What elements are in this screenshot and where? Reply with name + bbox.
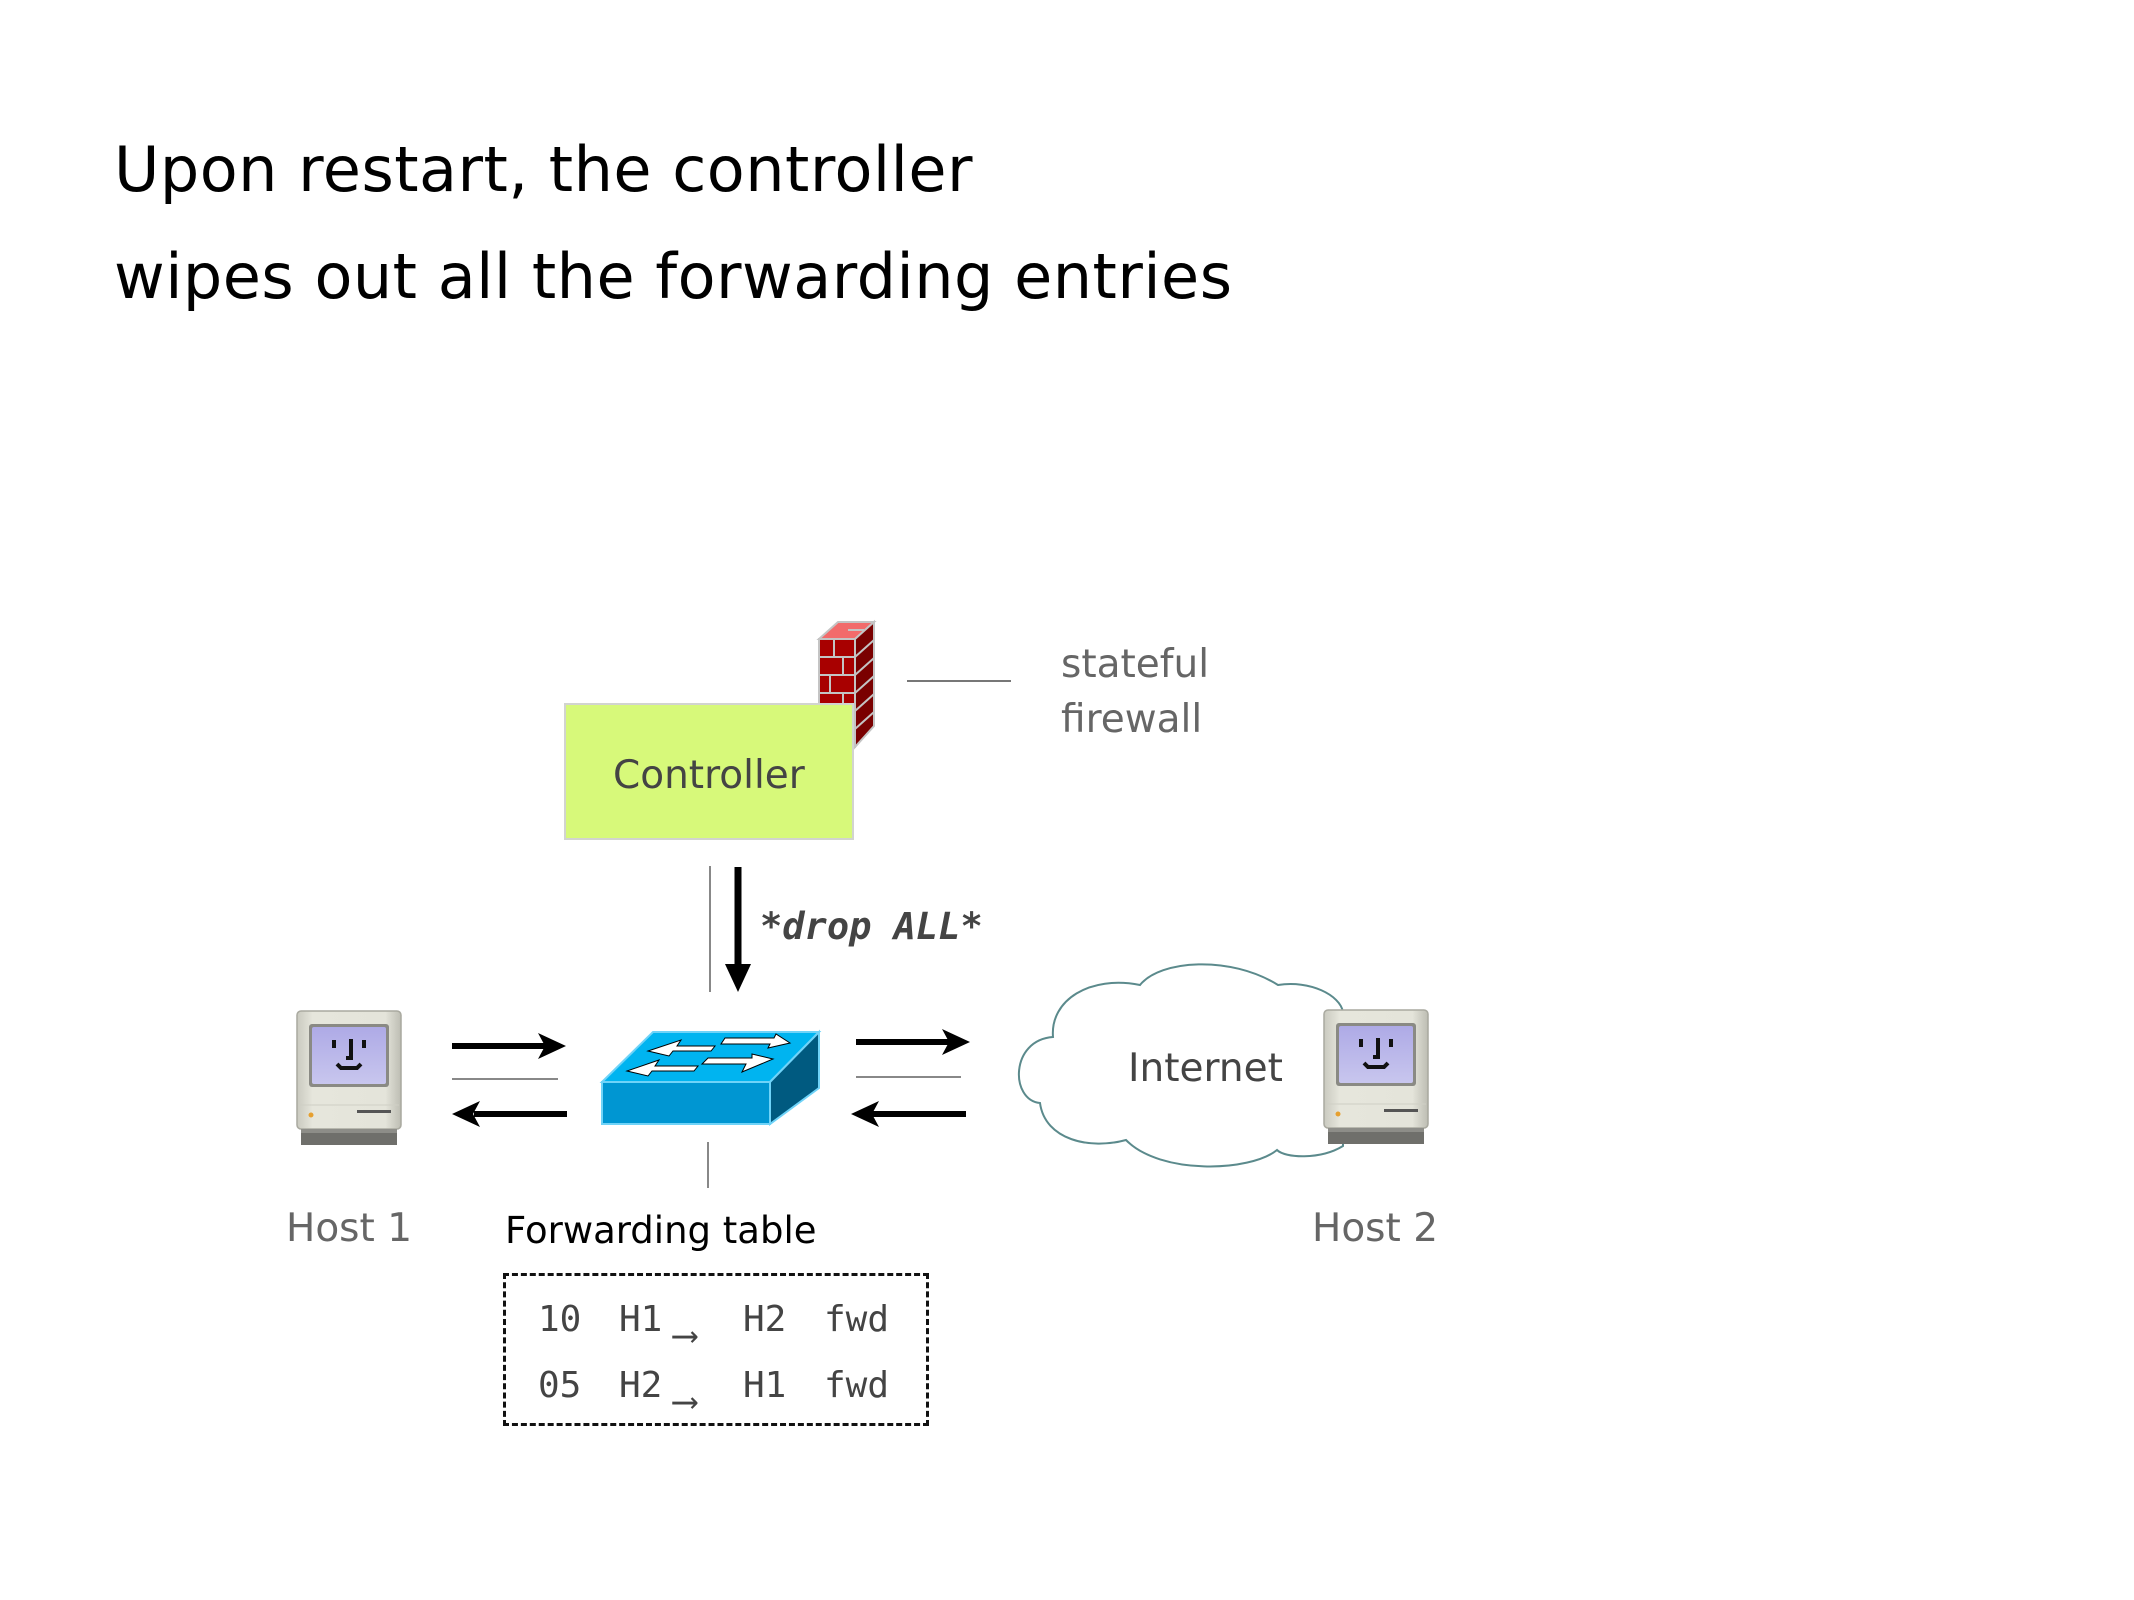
internet-label: Internet	[1128, 1046, 1283, 1091]
drop-all-arrow-head	[725, 964, 751, 992]
rule-arrow-icon: ⟶	[674, 1315, 696, 1356]
rule-action: fwd	[824, 1365, 890, 1406]
slide-title-line-1: Upon restart, the controller	[114, 133, 973, 206]
rule-source: H2	[619, 1365, 663, 1406]
slide-title-line-2: wipes out all the forwarding entries	[114, 240, 1233, 313]
rule-destination: H1	[743, 1365, 787, 1406]
rule-source: H1	[619, 1299, 663, 1340]
host2-computer-icon	[1322, 1008, 1430, 1146]
host1-link	[452, 1033, 567, 1127]
controller-label: Controller	[613, 753, 805, 798]
drop-all-message: *drop ALL*	[760, 905, 983, 948]
host1-label: Host 1	[286, 1206, 413, 1251]
rule-destination: H2	[743, 1299, 787, 1340]
cloud-icon	[1018, 963, 1344, 1168]
rule-arrow-icon: ⟶	[674, 1381, 696, 1422]
firewall-annotation: stateful firewall	[1061, 637, 1209, 747]
firewall-annotation-line-1: stateful	[1061, 642, 1210, 687]
controller-node	[564, 703, 854, 840]
rule-action: fwd	[824, 1299, 890, 1340]
forwarding-table: 10 H1 ⟶ H2 fwd 05 H2 ⟶ H1 fwd	[503, 1273, 929, 1426]
firewall-annotation-line-2: firewall	[1061, 697, 1203, 742]
host1-computer-icon	[295, 1009, 403, 1147]
host2-label: Host 2	[1312, 1206, 1439, 1251]
forwarding-table-title: Forwarding table	[505, 1209, 817, 1252]
internet-link	[851, 1029, 970, 1127]
rule-priority: 05	[538, 1365, 582, 1406]
rule-priority: 10	[538, 1299, 582, 1340]
switch-icon	[599, 1029, 822, 1126]
